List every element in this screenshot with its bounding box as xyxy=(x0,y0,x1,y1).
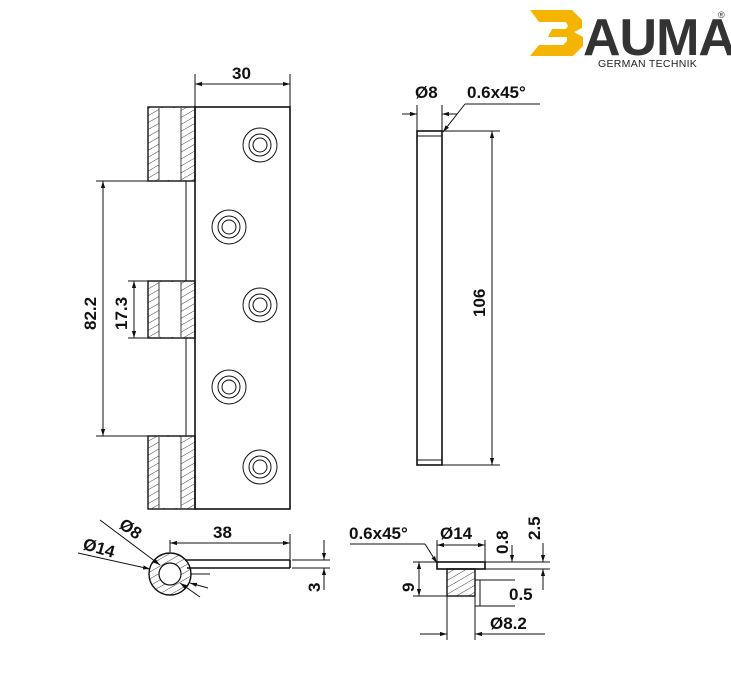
pin-body xyxy=(416,130,443,466)
dim-middle-knuckle: 17.3 xyxy=(112,297,131,330)
dim-section-knuckle-diameter: Ø14 xyxy=(81,535,118,562)
pin-view: Ø8 0.6x45° 106 xyxy=(402,83,540,466)
dim-cap-diameter: Ø14 xyxy=(440,524,473,543)
dim-knuckle-span: 82.2 xyxy=(81,297,100,330)
screw-hole-3 xyxy=(242,287,278,323)
dim-leaf-thickness: 3 xyxy=(305,583,324,592)
screw-hole-5 xyxy=(242,449,278,485)
logo-brand-text: AUMA xyxy=(583,9,731,67)
cap-detail-view: 0.6x45° Ø14 9 0.8 2.5 0.5 Ø8.2 xyxy=(349,516,550,640)
cap-shaft xyxy=(446,568,476,597)
dim-cap-chamfer: 0.6x45° xyxy=(349,524,408,543)
bauma-logo: AUMA ® GERMAN TECHNIK xyxy=(530,9,731,70)
dim-leaf-length: 38 xyxy=(213,523,232,542)
screw-hole-4 xyxy=(211,369,247,405)
dim-section-pin-diameter: Ø8 xyxy=(116,515,145,544)
logo-tagline: GERMAN TECHNIK xyxy=(598,58,697,70)
dim-cap-shaft-diameter: Ø8.2 xyxy=(490,614,527,633)
dim-pin-chamfer: 0.6x45° xyxy=(467,83,526,102)
dim-cap-height: 9 xyxy=(399,583,418,592)
dim-cap-flange-08: 0.8 xyxy=(493,530,512,554)
dim-pin-diameter: Ø8 xyxy=(415,83,438,102)
screw-hole-2 xyxy=(211,209,247,245)
screw-hole-1 xyxy=(242,127,278,163)
dim-pin-length: 106 xyxy=(470,289,489,317)
hinge-section-view: 38 3 Ø8 Ø14 xyxy=(77,515,330,598)
dim-hinge-width: 30 xyxy=(232,64,251,83)
logo-b-yellow-mark xyxy=(530,10,583,56)
dim-cap-step: 0.5 xyxy=(509,585,533,604)
hinge-front-view: 30 82.2 17.3 xyxy=(81,64,291,510)
logo-registered-mark: ® xyxy=(718,10,725,20)
dim-cap-flange-25: 2.5 xyxy=(525,516,544,540)
pin-section xyxy=(158,562,182,586)
